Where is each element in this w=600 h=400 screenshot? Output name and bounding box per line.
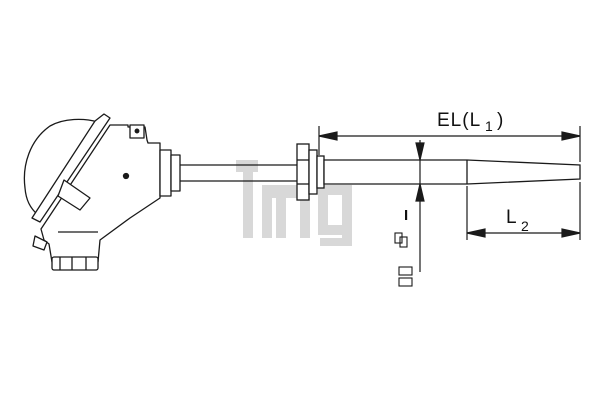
watermark-logo (236, 160, 352, 246)
el-dimension-subscript: 1 (485, 118, 493, 134)
insertion-symbol: I (404, 207, 409, 224)
l2-dimension-label: L (506, 207, 517, 228)
el-dimension-label: EL(L (437, 110, 482, 131)
dimension-lines (318, 126, 581, 272)
process-fitting (296, 143, 325, 201)
thermowell-stem (323, 159, 581, 185)
el-dimension-suffix: ) (497, 110, 504, 131)
l2-dimension-subscript: 2 (521, 218, 529, 234)
connection-head (23, 113, 181, 271)
neck-tube (180, 164, 297, 182)
diameter-symbols (394, 232, 413, 287)
